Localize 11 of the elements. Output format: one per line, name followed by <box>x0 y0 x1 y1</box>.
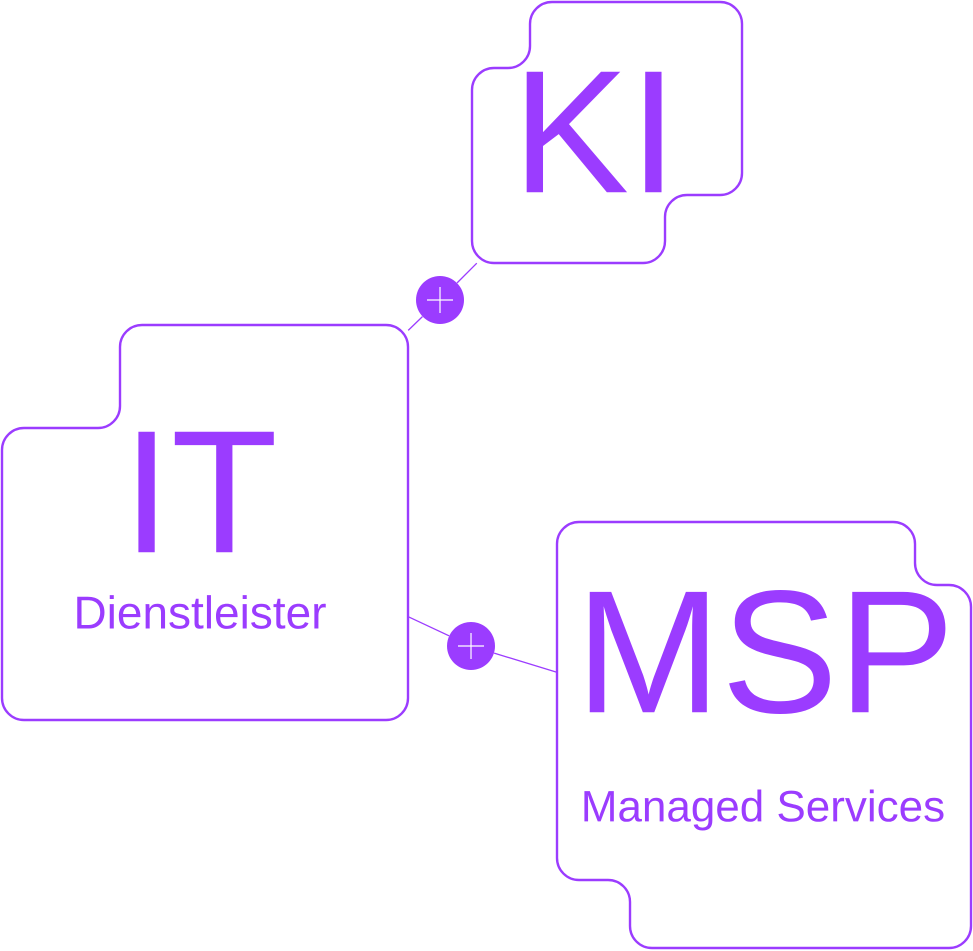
box-title: KI <box>526 72 662 192</box>
connector-line <box>456 262 478 284</box>
box-title: IT <box>138 432 274 552</box>
plus-circle <box>416 276 464 324</box>
box-subtitle: Dienstleister <box>77 595 326 629</box>
connector-line <box>408 616 450 636</box>
plus-circle <box>447 622 495 670</box>
box-subtitle: Managed Services <box>584 790 944 831</box>
box-title: MSP <box>590 590 946 714</box>
connector-line <box>494 652 557 673</box>
connector-line <box>408 316 423 331</box>
